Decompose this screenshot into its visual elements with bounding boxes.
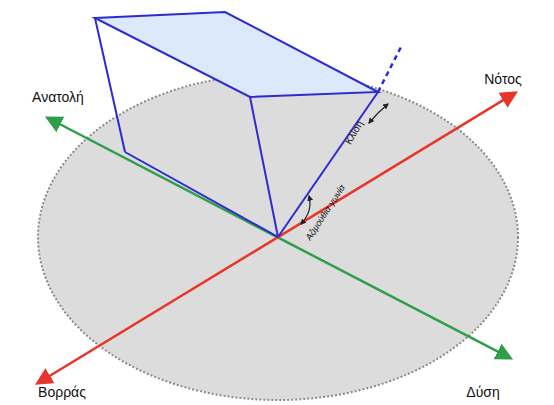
ground-plane [38,74,518,400]
east-west-axis [48,118,510,358]
direction-label: Ανατολή [32,90,84,105]
tilt-arc [369,104,388,123]
direction-label: Νότος [484,72,522,87]
azimuth-arc [301,196,310,224]
direction-label: Βορράς [38,385,86,400]
panel-frame [95,18,402,237]
panel-top-face [95,12,378,97]
north-south-axis [38,93,515,383]
direction-label: Δύση [466,385,499,400]
